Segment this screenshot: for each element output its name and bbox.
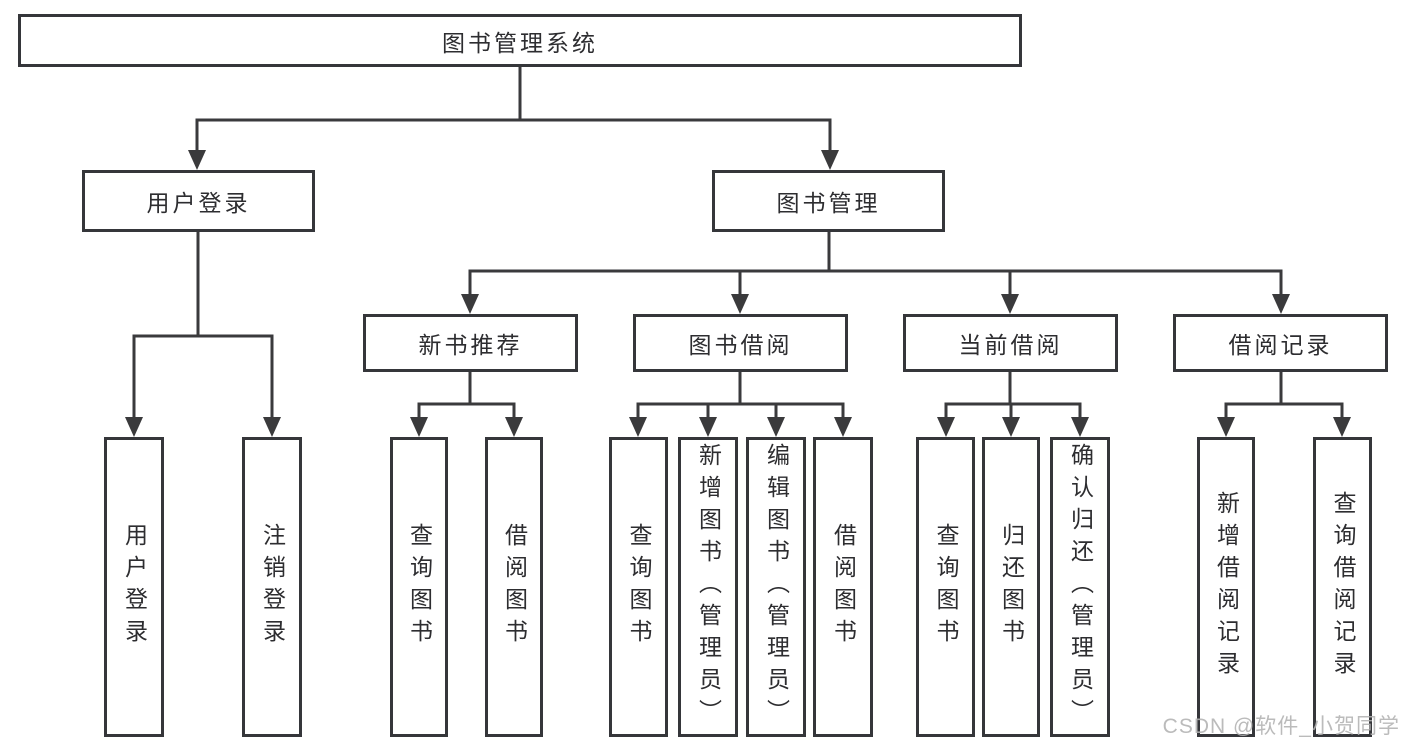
node-label: 注销登录 [259, 523, 286, 651]
node-label: 查询图书 [933, 523, 959, 651]
leaf-query-borrow-record: 查询借阅记录 [1313, 437, 1372, 737]
arrowhead-icon [410, 417, 428, 437]
leaf-query-books-recommend: 查询图书 [390, 437, 448, 737]
csdn-watermark: CSDN @软件_小贺同学 [1162, 715, 1400, 738]
node-label: 图书借阅 [688, 332, 793, 358]
node-new-book-recommend: 新书推荐 [363, 314, 578, 372]
node-book-management: 图书管理 [712, 170, 945, 232]
arrowhead-icon [767, 417, 785, 437]
node-label: 新增借阅记录 [1213, 491, 1240, 683]
node-label: 确认归还（管理员） [1067, 443, 1094, 731]
arrowhead-icon [1217, 417, 1235, 437]
arrowhead-icon [937, 417, 955, 437]
leaf-return-books: 归还图书 [982, 437, 1040, 737]
node-label: 归还图书 [998, 523, 1025, 651]
arrowhead-icon [629, 417, 647, 437]
leaf-borrow-books-recommend: 借阅图书 [485, 437, 543, 737]
leaf-add-borrow-record: 新增借阅记录 [1197, 437, 1255, 737]
node-library-system: 图书管理系统 [18, 14, 1022, 67]
node-label: 查询图书 [626, 523, 652, 651]
node-label: 编辑图书（管理员） [763, 443, 790, 731]
tree-connectors [132, 65, 1344, 421]
node-label: 新书推荐 [418, 332, 523, 358]
arrowhead-icon [125, 417, 143, 437]
leaf-add-books-admin: 新增图书（管理员） [678, 437, 738, 737]
arrowhead-icon [505, 417, 523, 437]
arrowhead-icon [1001, 294, 1019, 314]
leaf-edit-books-admin: 编辑图书（管理员） [746, 437, 806, 737]
arrowhead-icon [188, 150, 206, 170]
arrowhead-icon [834, 417, 852, 437]
arrowhead-icon [1333, 417, 1351, 437]
arrowhead-icon [1002, 417, 1020, 437]
leaf-user-login: 用户登录 [104, 437, 164, 737]
node-label: 图书管理系统 [442, 29, 598, 56]
leaf-confirm-return-admin: 确认归还（管理员） [1050, 437, 1110, 737]
node-label: 用户登录 [121, 523, 148, 651]
node-book-borrowing: 图书借阅 [633, 314, 848, 372]
node-label: 借阅图书 [501, 523, 528, 651]
leaf-query-books-current: 查询图书 [916, 437, 975, 737]
node-label: 查询图书 [406, 523, 433, 651]
arrowhead-icon [263, 417, 281, 437]
node-current-borrowing: 当前借阅 [903, 314, 1118, 372]
node-label: 新增图书（管理员） [695, 443, 722, 731]
arrowhead-icon [731, 294, 749, 314]
node-label: 借阅记录 [1228, 332, 1333, 358]
arrowhead-icon [461, 294, 479, 314]
arrowhead-icon [1272, 294, 1290, 314]
node-label: 图书管理 [776, 190, 881, 216]
arrowhead-icon [821, 150, 839, 170]
leaf-logout: 注销登录 [242, 437, 302, 737]
arrowhead-icon [1071, 417, 1089, 437]
leaf-query-books-borrow: 查询图书 [609, 437, 668, 737]
node-borrowing-records: 借阅记录 [1173, 314, 1388, 372]
node-label: 用户登录 [146, 190, 251, 216]
node-label: 借阅图书 [830, 523, 857, 651]
node-label: 查询借阅记录 [1330, 491, 1356, 683]
leaf-borrow-books: 借阅图书 [813, 437, 873, 737]
arrowhead-icon [699, 417, 717, 437]
node-label: 当前借阅 [958, 332, 1063, 358]
node-user-login: 用户登录 [82, 170, 315, 232]
